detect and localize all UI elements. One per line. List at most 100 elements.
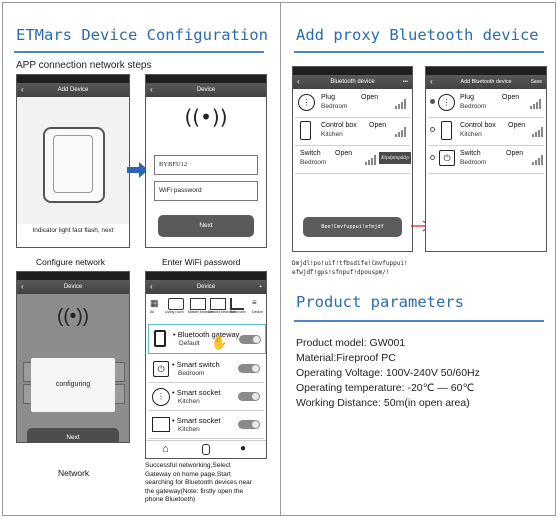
device-state: Open	[502, 94, 520, 101]
nav-bar: ‹ Device	[146, 83, 266, 97]
note-line: efwjdf!gps!sfnpuf!dpouspm/!	[292, 268, 390, 276]
bt-select-row-control-box[interactable]: Control box Open Kitchen	[428, 119, 544, 146]
steps-subtitle: APP connection network steps	[16, 60, 152, 71]
back-icon[interactable]: ‹	[297, 77, 300, 86]
power-icon: ⏻	[153, 361, 169, 377]
bullet: •	[172, 388, 177, 397]
params-title-rule	[294, 320, 544, 322]
category-label[interactable]: Master bedroom	[188, 310, 215, 314]
context-popup[interactable]: Ktpdpmpddp	[379, 152, 411, 164]
device-name: Control box	[460, 122, 496, 129]
bed-icon[interactable]	[210, 298, 226, 310]
device-row-switch[interactable]: ⏻ • Smart switch Bedroom	[148, 356, 264, 383]
status-bar	[146, 75, 266, 83]
device-toggle[interactable]	[238, 392, 260, 401]
back-icon[interactable]: ‹	[150, 282, 153, 291]
back-icon[interactable]: ‹	[150, 85, 153, 94]
status-bar	[146, 272, 266, 280]
person-icon[interactable]: ●	[240, 443, 247, 454]
add-bluetooth-device-button[interactable]: Bee!Cmvfuppui!efmjdf	[303, 217, 402, 237]
device-toggle[interactable]	[238, 364, 260, 373]
note-line: Dmjdl!po!uif!tfbsdife!Cmvfuppui!	[292, 260, 408, 267]
grid-icon[interactable]: ▦	[150, 298, 159, 308]
bathtub-icon[interactable]	[230, 298, 244, 310]
save-button[interactable]: Save	[530, 79, 542, 85]
caption-successful-networking: Successful networking,Select Gateway on …	[145, 462, 252, 505]
param-line: Operating temperature: -20℃ — 60℃	[296, 382, 475, 394]
nav-title: Add Device	[57, 87, 89, 93]
device-room: Bedroom	[178, 370, 205, 377]
caption-line: Gateway on home page,Start	[145, 470, 231, 478]
left-section-title: ETMars Device Configuration	[16, 26, 268, 44]
right-section-title: Add proxy Bluetooth device	[296, 26, 539, 44]
device-row-socket[interactable]: ⋮ • Smart socket Kitchen	[148, 384, 264, 411]
category-label[interactable]: All	[150, 310, 154, 314]
device-room: Kitchen	[178, 426, 200, 433]
bt-select-row-switch[interactable]: ⏻ Switch Open Bedroom	[428, 147, 544, 174]
dim-overlay: ((•)) configuring Next	[17, 294, 129, 442]
sofa-icon[interactable]	[168, 298, 184, 310]
category-label[interactable]: Device	[252, 310, 263, 314]
device-toggle[interactable]	[238, 420, 260, 429]
device-state: Open	[361, 94, 379, 101]
status-bar	[426, 67, 546, 75]
right-title-rule	[294, 51, 544, 53]
wifi-password-field[interactable]: WiFi password	[154, 181, 258, 201]
device-name: Plug	[321, 94, 336, 101]
bed-icon[interactable]	[190, 298, 206, 310]
device-room: Kitchen	[460, 131, 482, 138]
device-state: Open	[335, 150, 353, 157]
phone-bluetooth-device: ‹ Bluetooth device ••• ⋮ Plug Open Bedro…	[292, 66, 413, 252]
device-illustration-area	[17, 97, 129, 224]
back-icon[interactable]: ‹	[21, 282, 24, 291]
device-name: Switch	[460, 150, 481, 157]
add-icon[interactable]: +	[259, 284, 262, 290]
back-icon[interactable]: ‹	[21, 85, 24, 94]
device-room: Bedroom	[300, 159, 327, 166]
device-row-socket-2[interactable]: • Smart socket Kitchen	[148, 412, 264, 439]
radio-unselected-icon[interactable]	[430, 127, 435, 132]
bt-device-row-control-box[interactable]: Control box Open Kitchen	[295, 119, 410, 146]
category-label[interactable]: Second bedroom	[208, 310, 236, 314]
phone-configuring: ‹ Device ((•)) configuring Next	[16, 271, 130, 443]
more-icon[interactable]: •••	[402, 79, 408, 85]
bluetooth-note: Dmjdl!po!uif!tfbsdife!Cmvfuppui! efwjdf!…	[292, 260, 408, 277]
phone-add-bluetooth-device: ‹ Add Bluetooth device Save ⋮ Plug Open …	[425, 66, 547, 252]
nav-title: Device	[63, 284, 83, 290]
device-room: Bedroom	[321, 103, 348, 110]
home-icon[interactable]: ⌂	[162, 443, 169, 455]
device-name: Bluetooth gateway	[177, 330, 240, 339]
category-label[interactable]: Living room	[165, 310, 184, 314]
radio-unselected-icon[interactable]	[430, 155, 435, 160]
mic-icon[interactable]	[202, 444, 210, 455]
menu-icon[interactable]: ≡	[252, 298, 257, 307]
device-name: Plug	[460, 94, 475, 101]
nav-title: Add Bluetooth device	[460, 79, 512, 85]
back-icon[interactable]: ‹	[430, 77, 433, 86]
device-room: Kitchen	[321, 131, 343, 138]
gateway-front-panel	[53, 135, 93, 193]
device-state: Open	[369, 122, 387, 129]
bt-device-row-plug[interactable]: ⋮ Plug Open Bedroom	[295, 91, 410, 118]
caption-enter-wifi: Enter WiFi password	[162, 257, 241, 267]
nav-title: Device	[196, 87, 216, 93]
ssid-field[interactable]: BYBFU12	[154, 155, 258, 175]
control-box-icon	[441, 121, 452, 140]
bt-device-row-switch[interactable]: Switch Open Bedroom Ktpdpmpddp	[295, 147, 411, 174]
phone-add-device: ‹ Add Device Indicator light fast flash,…	[16, 74, 130, 248]
nav-bar: ‹ Device +	[146, 280, 266, 294]
bullet: •	[172, 360, 177, 369]
next-button[interactable]: Next	[27, 428, 119, 442]
radio-selected-icon[interactable]	[430, 99, 435, 104]
device-room: Bedroom	[460, 103, 487, 110]
nav-bar: ‹ Add Bluetooth device Save	[426, 75, 546, 89]
category-label[interactable]: Bathroom	[230, 310, 246, 314]
next-button[interactable]: Next	[158, 215, 254, 237]
device-row-gateway[interactable]: • Bluetooth gateway Default ✋	[148, 324, 266, 354]
param-line: Material:Fireproof PC	[296, 352, 396, 364]
hand-pointer-icon: ✋	[211, 335, 228, 350]
gateway-device-illustration	[43, 127, 105, 203]
bt-select-row-plug[interactable]: ⋮ Plug Open Bedroom	[428, 91, 544, 118]
caption-line: Successful networking,Select	[145, 462, 231, 469]
device-toggle[interactable]	[239, 335, 261, 344]
